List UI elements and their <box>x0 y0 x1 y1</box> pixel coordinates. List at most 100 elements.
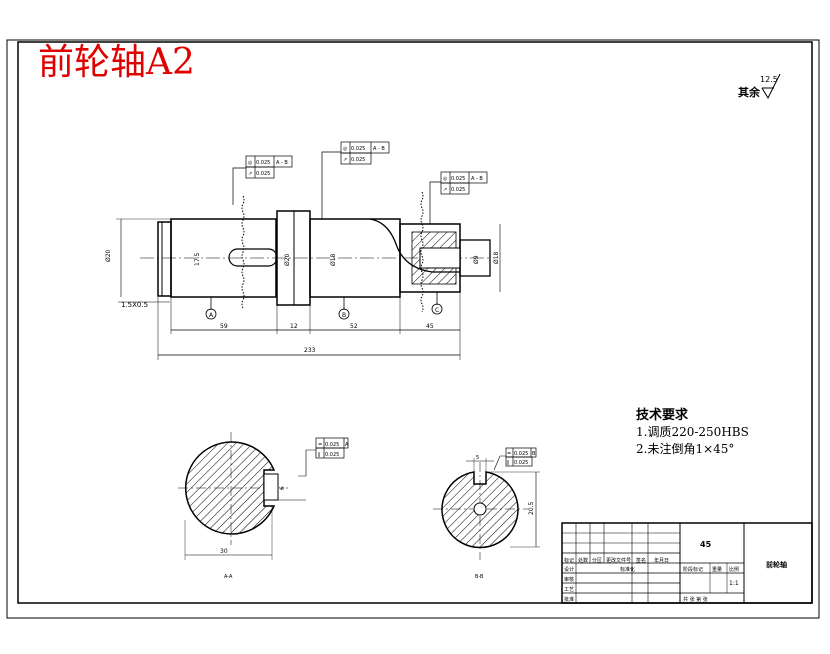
tol3-datum: A - B <box>373 146 385 152</box>
tb-sheet: 共 张 第 张 <box>683 596 708 603</box>
tb-label-date: 年月日 <box>654 557 669 564</box>
tol8-symbol: ∥ <box>318 452 321 458</box>
tol6-symbol: ↗ <box>443 187 447 193</box>
outer-border <box>6 39 820 619</box>
tb-label-std: 标准化 <box>620 566 635 573</box>
break-line-1 <box>241 195 245 309</box>
tol5-value: 0.025 <box>451 176 465 182</box>
tb-label-design: 设计 <box>564 566 574 573</box>
section-a-dim: 30 <box>220 548 228 555</box>
tol7-datum: A <box>345 442 349 448</box>
tol7-value: 0.025 <box>325 442 339 448</box>
tb-label-review: 审核 <box>564 576 574 583</box>
section-a-shape <box>185 441 276 535</box>
datum-marker-a <box>205 308 217 320</box>
tol9-symbol: = <box>507 451 511 457</box>
surface-finish-symbol: 其余 12.5 <box>738 73 781 100</box>
tol4-symbol: ↗ <box>343 157 347 163</box>
tolerance-frame-2: ◎ 0.025 A - B ↗ 0.025 <box>340 141 390 165</box>
section-b-keydim: 5 <box>476 455 479 461</box>
dim-left-diameter: Ø20 <box>105 249 112 262</box>
tol2-symbol: ↗ <box>248 171 252 177</box>
section-b-label: B-B <box>475 574 484 580</box>
section-b-dim: 20.5 <box>528 501 535 515</box>
section-a-a: 30 6 A-A <box>178 432 316 580</box>
datum-label-a: A <box>209 312 214 319</box>
tol3-value: 0.025 <box>351 146 365 152</box>
dim-keyway-depth: 17.5 <box>194 252 201 266</box>
tol4-value: 0.025 <box>351 157 365 163</box>
datum-label-c: C <box>435 307 439 314</box>
tol9-value: 0.025 <box>514 451 528 457</box>
tolerance-frame-3: ◎ 0.025 A - B ↗ 0.025 <box>440 171 488 195</box>
tb-material: 45 <box>700 540 712 549</box>
tol5-datum: A - B <box>471 176 483 182</box>
dim-seg1: 59 <box>220 323 228 330</box>
tb-label-scale: 比例 <box>729 566 739 573</box>
datum-label-b: B <box>342 312 346 319</box>
dim-small-bore: Ø9 <box>473 255 480 264</box>
tol1-value: 0.025 <box>256 160 270 166</box>
shaft-left-end <box>157 221 172 297</box>
dim-overall: 233 <box>304 347 316 354</box>
keyway-1 <box>228 248 278 267</box>
shaft-segment-1 <box>170 218 277 298</box>
tb-scale-value: 1:1 <box>729 580 739 587</box>
tol7-symbol: = <box>318 442 322 448</box>
tb-part-name: 前轮轴 <box>766 560 787 569</box>
tol8-value: 0.025 <box>325 452 339 458</box>
tb-label-zone: 分区 <box>592 557 602 564</box>
datum-marker-c <box>431 303 443 315</box>
tech-item-1: 1.调质220-250HBS <box>636 425 749 439</box>
tech-heading: 技术要求 <box>636 407 689 423</box>
shaft-main-view: A B C 233 59 12 52 45 1.5X0.5 Ø20 17.5 Ø… <box>105 151 501 360</box>
tol5-symbol: ◎ <box>443 176 448 182</box>
dim-end-diameter: Ø18 <box>493 251 500 264</box>
tol6-value: 0.025 <box>451 187 465 193</box>
tol10-value: 0.025 <box>514 460 528 466</box>
tb-label-change: 更改文件号 <box>606 557 631 564</box>
datum-marker-b <box>338 308 350 320</box>
break-line-2 <box>420 191 424 313</box>
dim-seg4: 45 <box>426 323 434 330</box>
title-block: 45 前轮轴 标记 处数 分区 更改文件号 签名 年月日 设计 审核 工艺 批准… <box>561 522 813 604</box>
tolerance-frame-5: = 0.025 B ∥ 0.025 <box>505 447 537 467</box>
tol9-datum: B <box>532 451 536 457</box>
section-a-label: A-A <box>224 574 233 580</box>
tb-label-weight: 重量 <box>712 566 722 573</box>
right-stub <box>459 239 491 277</box>
drawing-title: 前轮轴A2 <box>38 42 195 83</box>
dim-mid-diameter: Ø20 <box>284 253 291 266</box>
dim-seg3: 52 <box>350 323 358 330</box>
surface-finish-value: 12.5 <box>760 75 778 84</box>
tb-label-count: 处数 <box>578 557 588 564</box>
tol2-value: 0.025 <box>256 171 270 177</box>
dim-right-diameter: Ø18 <box>330 253 337 266</box>
section-b-b: 20.5 5 B-B <box>433 455 540 580</box>
section-a-keydim: 6 <box>279 486 286 490</box>
right-bore <box>419 247 461 269</box>
surface-finish-label: 其余 <box>738 85 761 99</box>
leader-2 <box>321 151 341 219</box>
tol1-datum: A - B <box>276 160 288 166</box>
tb-label-approve: 批准 <box>564 596 574 603</box>
dim-chamfer: 1.5X0.5 <box>121 301 148 309</box>
tb-label-mark: 标记 <box>564 557 574 564</box>
dim-seg2: 12 <box>290 323 298 330</box>
tb-label-process: 工艺 <box>564 587 574 593</box>
tech-item-2: 2.未注倒角1×45° <box>636 441 734 456</box>
tech-requirements: 技术要求 1.调质220-250HBS 2.未注倒角1×45° <box>636 407 749 456</box>
section-a-key <box>263 473 279 501</box>
inner-frame <box>17 41 813 604</box>
tb-label-stage: 阶段标记 <box>683 566 703 573</box>
tb-label-sign: 签名 <box>636 557 646 564</box>
tol3-symbol: ◎ <box>343 146 348 152</box>
tolerance-frame-4: = 0.025 A ∥ 0.025 <box>315 437 349 459</box>
tolerance-frame-1: ◎ 0.025 A - B ↗ 0.025 <box>245 155 293 179</box>
section-b-bore <box>473 502 487 516</box>
tol10-symbol: ∥ <box>507 460 510 466</box>
surface-finish-check-icon <box>761 73 781 100</box>
leader-3 <box>429 181 441 224</box>
tol1-symbol: ◎ <box>248 160 253 166</box>
leader-1 <box>232 167 246 205</box>
